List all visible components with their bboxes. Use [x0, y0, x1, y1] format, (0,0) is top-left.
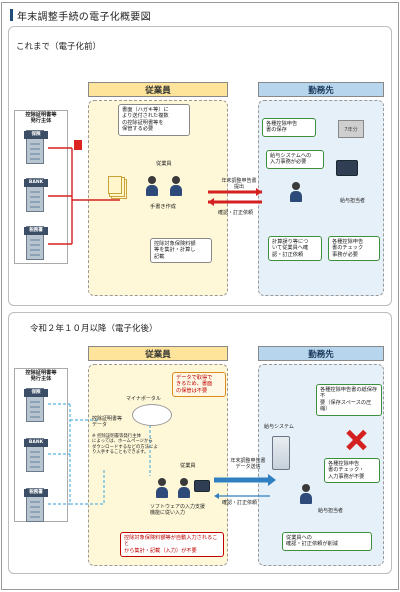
- after-laptop-icon: [194, 480, 210, 492]
- mynaportal-cloud-icon: [132, 404, 172, 426]
- after-data-label: 控除証明書等 データ: [92, 416, 122, 428]
- taxoffice-sign-after: 税務署: [24, 489, 48, 497]
- before-submit-text: 年末調整申告書 提出: [221, 178, 257, 190]
- taxoffice-sign: 税務署: [24, 227, 48, 235]
- before-section-label: これまで（電子化前）: [16, 42, 102, 52]
- after-software-label: ソフトウェアの入力支援 機能に従い入力: [150, 504, 205, 516]
- after-submit-text: 年末調整申告書 データ送信: [230, 458, 266, 470]
- server-icon: [272, 436, 290, 470]
- after-auto-note-text: 控除対象保険料額等が自動入力されること から集計・記載（入力）が不要: [124, 535, 218, 554]
- after-storage-note: 各種控除申告書の紙保存不 要（保存スペースの圧縮）: [316, 384, 382, 416]
- after-submit-label: 年末調整申告書 データ送信: [222, 458, 274, 470]
- before-insurance-building: 保険: [24, 130, 48, 164]
- before-input-note-text: 給与システムへの 入力事務が必要: [270, 153, 312, 166]
- after-storage-note-text: 各種控除申告書の紙保存不 要（保存スペースの圧縮）: [320, 387, 378, 413]
- before-confirm-label: 確認・訂正依頼: [218, 210, 254, 216]
- computer-icon: [336, 160, 358, 176]
- before-issuer-title: 控除証明書等 発行主体: [16, 112, 66, 124]
- cross-icon: [346, 430, 366, 450]
- employee-person-icon: [146, 176, 158, 196]
- after-employee-head: 従業員: [88, 346, 228, 361]
- after-auto-note: 控除対象保険料額等が自動入力されること から集計・記載（入力）が不要: [120, 532, 224, 558]
- after-check-note: 各種控除申告 書のチェック・ 入力事務が不要: [324, 458, 380, 484]
- documents-icon: [108, 176, 122, 194]
- before-employer-head: 勤務先: [258, 82, 384, 97]
- bank-sign-after: BANK: [24, 439, 48, 447]
- payroll-person-icon: [290, 182, 302, 202]
- before-calc-error-text: 計算誤り等につ いて従業員へ確 認・訂正依頼: [272, 239, 309, 258]
- before-calc-note-text: 控除対象保険料額 等を集計・計算し 記載: [154, 241, 196, 260]
- insurance-sign-after: 保険: [24, 389, 48, 397]
- after-employee-label: 従業員: [180, 463, 196, 469]
- after-data-label-text: 控除証明書等 データ: [92, 416, 123, 428]
- after-section-label: 令和２年１０月以降（電子化後）: [30, 324, 158, 334]
- after-issuer-title: 控除証明書等 発行主体: [16, 370, 66, 382]
- after-portal-label: マイナポータル: [126, 396, 161, 402]
- before-input-note: 給与システムへの 入力事務が必要: [266, 150, 324, 169]
- after-less-note: 従業員への 確認・訂正依頼が削減: [282, 532, 372, 551]
- after-data-note: データで取得で きるため、書面 の保管は不要: [172, 372, 226, 398]
- before-check-note-text: 各種控除申告 書のチェック 事務が必要: [332, 239, 364, 258]
- after-taxoffice-building: 税務署: [24, 488, 48, 522]
- after-data-note-text: データで取得で きるため、書面 の保管は不要: [176, 375, 213, 394]
- after-employer-head: 勤務先: [258, 346, 384, 361]
- after-payroll-label: 給与担当者: [318, 508, 344, 514]
- before-check-note: 各種控除申告 書のチェック 事務が必要: [328, 236, 380, 262]
- after-issuer-title-text: 控除証明書等 発行主体: [25, 370, 57, 382]
- after-portal-note-text: ※ 控除証明書等発行主体 によっては、ホームページから ダウンロードするなどの方…: [92, 434, 158, 456]
- before-employee-label: 従業員: [156, 161, 172, 167]
- after-system-label: 給与システム: [264, 424, 294, 430]
- before-calc-error-note: 計算誤り等につ いて従業員へ確 認・訂正依頼: [268, 236, 322, 262]
- before-issuer-title-text: 控除証明書等 発行主体: [25, 112, 57, 124]
- title-text: 年末調整手続の電子化概要図: [17, 11, 151, 23]
- before-storage-note-text: 各種控除申告 書の保存: [266, 121, 298, 134]
- employee-person-icon-2: [170, 176, 182, 196]
- after-payroll-person-icon: [300, 484, 312, 504]
- after-employee-person-icon-2: [178, 478, 190, 498]
- storage-box-icon: 7年分: [338, 120, 364, 138]
- before-doc-note-text: 書面（ハガキ等）に より送付された複数 の控除証明書等を 保管する必要: [122, 107, 169, 133]
- insurance-sign: 保険: [24, 131, 48, 139]
- before-handwrite-label: 手書き作成: [150, 204, 176, 210]
- before-bank-building: BANK: [24, 178, 48, 212]
- before-employee-head: 従業員: [88, 82, 228, 97]
- figure-title: 年末調整手続の電子化概要図: [10, 8, 151, 23]
- mailbox-icon: [74, 140, 82, 150]
- title-marker: [10, 9, 13, 21]
- before-submit-label: 年末調整申告書 提出: [214, 178, 264, 190]
- after-confirm-label: 確認・訂正依頼: [222, 500, 258, 506]
- before-storage-note: 各種控除申告 書の保存: [262, 118, 316, 137]
- after-less-note-text: 従業員への 確認・訂正依頼が削減: [286, 535, 338, 548]
- after-check-note-text: 各種控除申告 書のチェック・ 入力事務が不要: [328, 461, 365, 480]
- before-calc-note: 控除対象保険料額 等を集計・計算し 記載: [150, 238, 212, 264]
- after-software-text: ソフトウェアの入力支援 機能に従い入力: [150, 504, 206, 516]
- bank-sign: BANK: [24, 179, 48, 187]
- before-taxoffice-building: 税務署: [24, 226, 48, 260]
- before-payroll-label: 給与担当者: [340, 198, 366, 204]
- after-portal-note: ※ 控除証明書等発行主体 によっては、ホームページから ダウンロードするなどの方…: [92, 434, 172, 456]
- before-doc-note: 書面（ハガキ等）に より送付された複数 の控除証明書等を 保管する必要: [118, 104, 190, 136]
- after-insurance-building: 保険: [24, 388, 48, 422]
- after-employee-person-icon: [156, 478, 168, 498]
- after-bank-building: BANK: [24, 438, 48, 472]
